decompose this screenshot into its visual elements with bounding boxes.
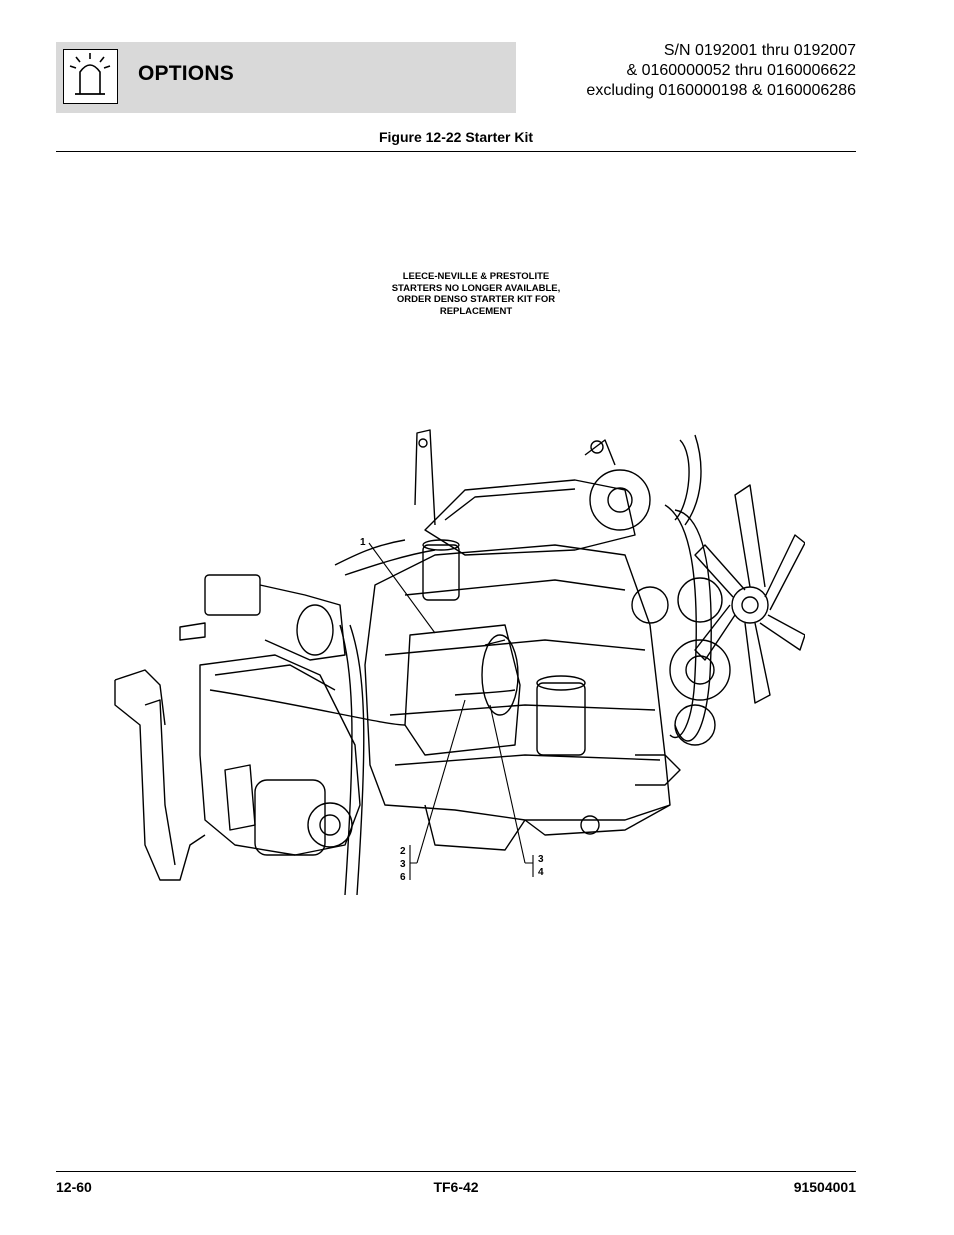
callout-item-4: 4 [538, 867, 544, 878]
serial-line: excluding 0160000198 & 0160006286 [586, 82, 856, 99]
replacement-note: LEECE-NEVILLE & PRESTOLITE STARTERS NO L… [350, 271, 602, 317]
callout-item-3: 3 [400, 859, 406, 870]
header-divider [56, 151, 856, 152]
section-header-band: OPTIONS [56, 42, 516, 113]
page-number: 12-60 [56, 1179, 92, 1195]
serial-number-range: S/N 0192001 thru 0192007 & 0160000052 th… [586, 41, 856, 101]
serial-line: S/N 0192001 thru 0192007 [663, 42, 856, 59]
note-line: REPLACEMENT [439, 305, 513, 317]
beacon-light-icon [63, 49, 118, 104]
document-number: 91504001 [793, 1179, 856, 1195]
footer-divider [56, 1171, 856, 1172]
note-line: STARTERS NO LONGER AVAILABLE, [391, 282, 561, 294]
section-title: OPTIONS [138, 62, 234, 85]
figure-title: Figure 12-22 Starter Kit [378, 129, 534, 145]
note-line: ORDER DENSO STARTER KIT FOR [396, 294, 556, 305]
serial-line: & 0160000052 thru 0160006622 [626, 62, 856, 79]
callout-item-1: 1 [360, 537, 366, 548]
model-number: TF6-42 [433, 1179, 479, 1195]
callout-item-3: 3 [538, 854, 544, 865]
engine-illustration: 1 2 3 6 3 4 [114, 429, 805, 896]
callout-item-2: 2 [400, 846, 406, 857]
note-line: LEECE-NEVILLE & PRESTOLITE [402, 271, 550, 282]
callout-item-6: 6 [400, 872, 406, 883]
